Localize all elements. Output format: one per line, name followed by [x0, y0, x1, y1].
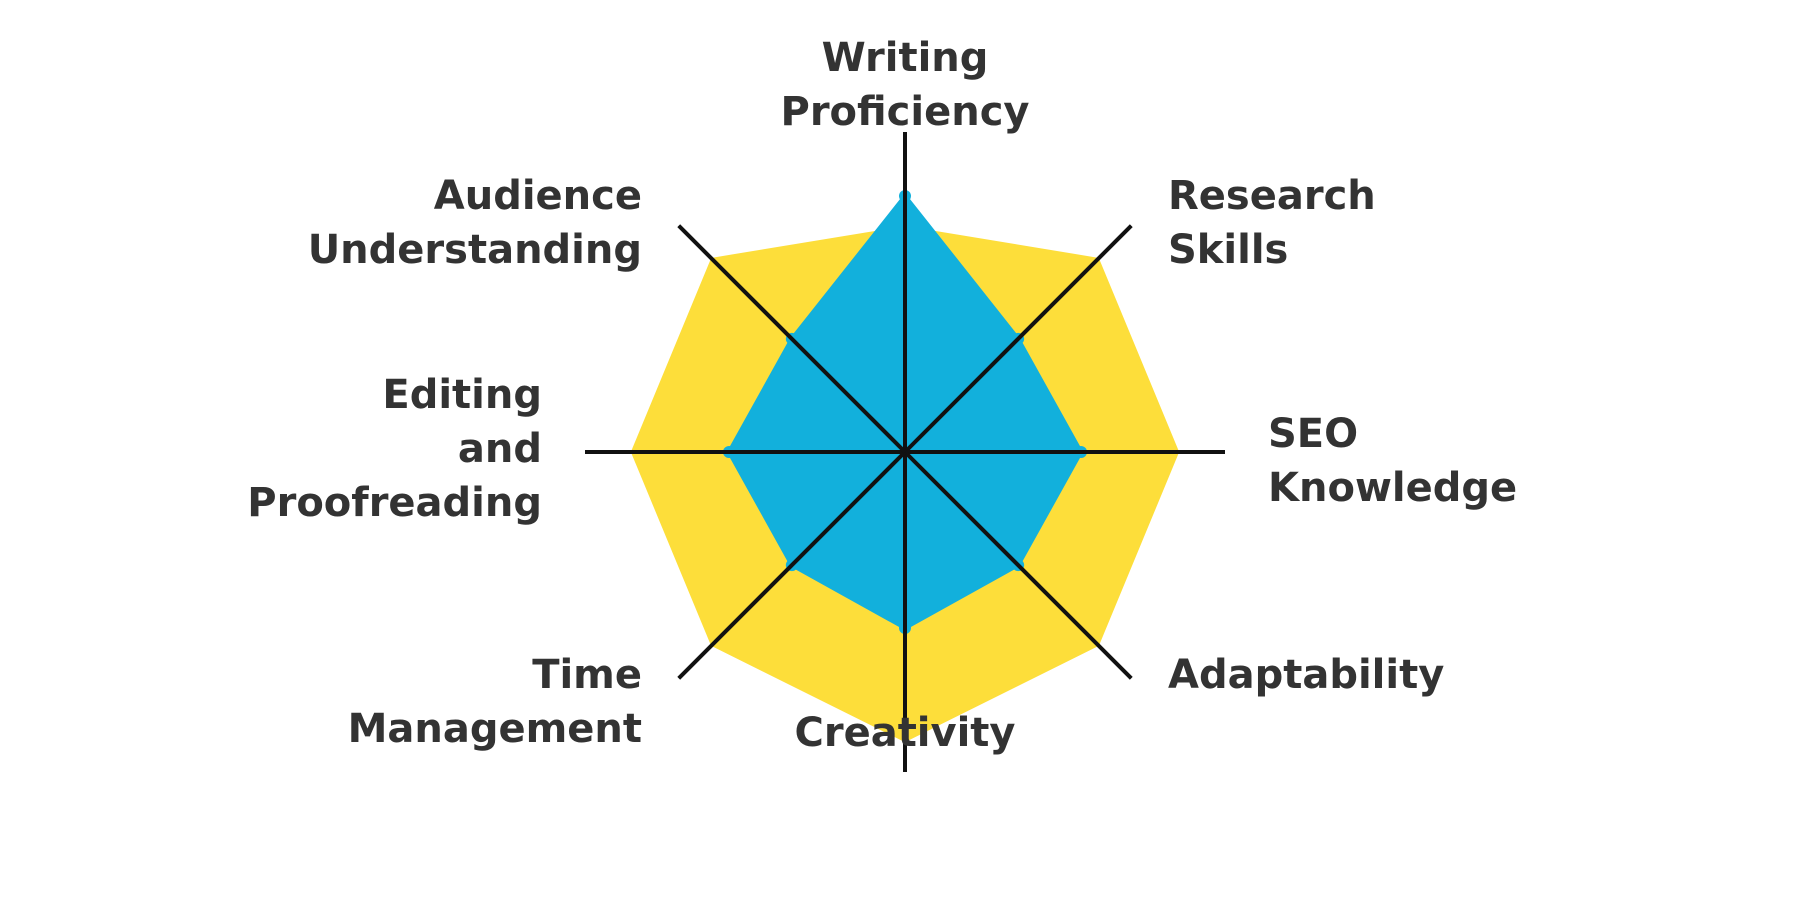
axis-label-creativity: Creativity	[794, 710, 1015, 756]
axis-label-line: Adaptability	[1168, 652, 1444, 698]
axis-label-line: Creativity	[794, 710, 1015, 756]
axis-line-time-management	[677, 450, 907, 680]
axis-line-adaptability	[903, 450, 1133, 680]
axis-label-line: Research	[1168, 173, 1376, 219]
axis-layer	[585, 132, 1225, 772]
axis-label-line: Knowledge	[1268, 465, 1517, 511]
axis-label-line: Editing	[382, 372, 542, 418]
axis-label-line: Management	[348, 706, 642, 752]
axis-label-line: Audience	[434, 173, 642, 219]
axis-label-line: SEO	[1268, 411, 1358, 457]
axis-label-line: Proficiency	[781, 89, 1030, 135]
axis-label-line: Understanding	[308, 227, 642, 273]
axis-label-line: Skills	[1168, 227, 1288, 273]
axis-line-research-skills	[903, 224, 1133, 454]
axis-label-seo-knowledge: SEO Knowledge	[1268, 411, 1517, 511]
axis-label-line: Proofreading	[247, 480, 542, 526]
axis-label-line: Writing	[822, 35, 989, 81]
axis-label-line: and	[458, 426, 542, 472]
axis-label-adaptability: Adaptability	[1168, 652, 1444, 698]
axis-label-line: Time	[532, 652, 642, 698]
axis-line-audience-understanding	[677, 224, 907, 454]
